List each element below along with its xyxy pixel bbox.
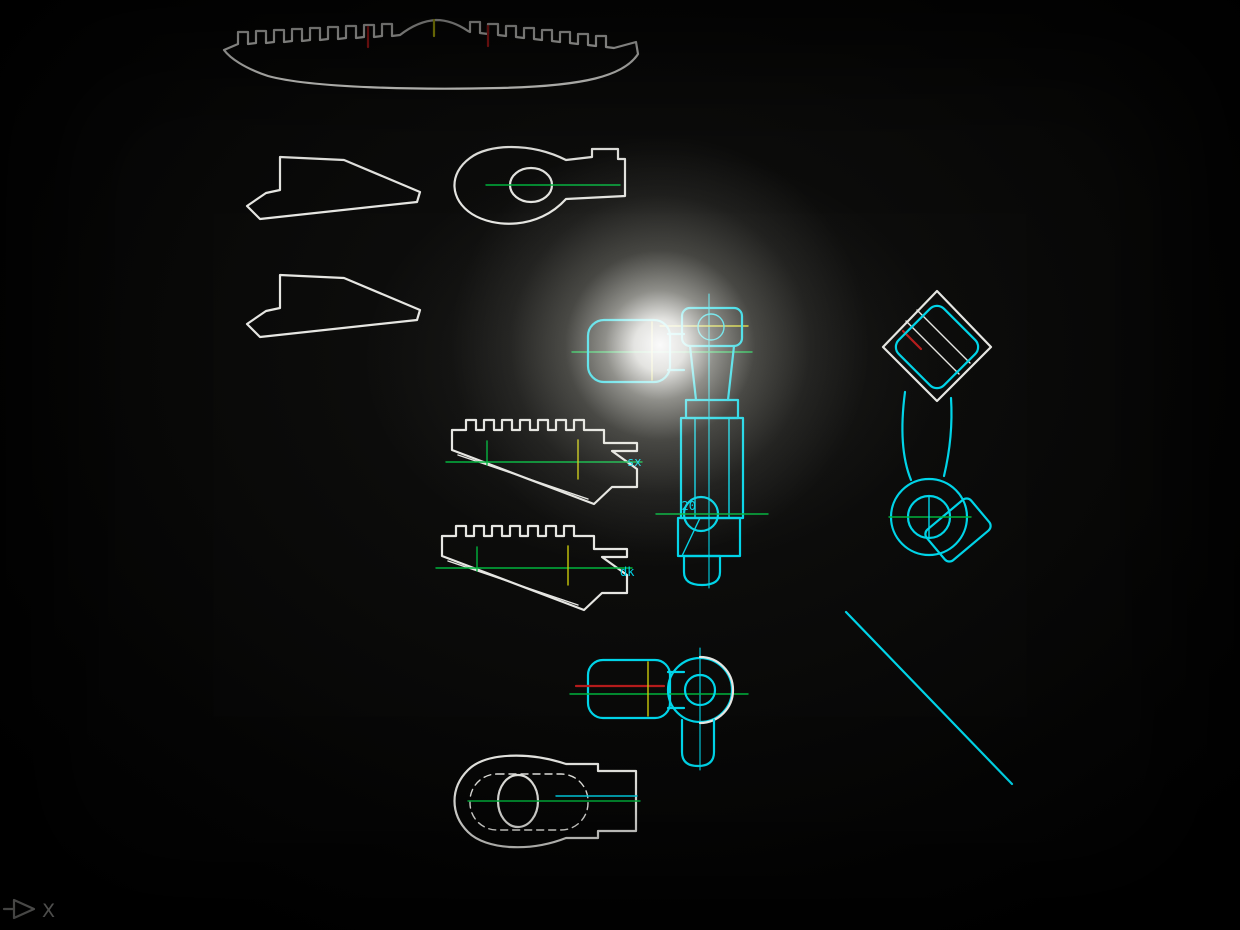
dimension-label-dk: dk (620, 565, 635, 579)
dimension-label-sx: sx (627, 455, 641, 469)
ucs-arrow-icon (12, 898, 36, 920)
ucs-axis-label: X (42, 900, 55, 922)
angle-bracket-top[interactable] (245, 155, 422, 221)
serrated-clamp-lower[interactable]: dk (434, 524, 635, 612)
ucs-icon: X (2, 898, 55, 922)
ball-socket-fitting[interactable] (569, 647, 749, 771)
construction-line[interactable] (844, 610, 1014, 786)
dimension-label-20: 20 (682, 499, 696, 513)
toothed-rack-profile[interactable] (222, 18, 640, 90)
ball-stud-assembly[interactable]: 20 (571, 293, 769, 589)
slotted-link[interactable] (453, 145, 627, 225)
serrated-clamp-upper[interactable]: sx (444, 418, 644, 506)
clevis-fork[interactable] (453, 754, 641, 849)
rocker-lever[interactable] (881, 289, 993, 564)
angle-bracket-bottom[interactable] (245, 273, 422, 339)
